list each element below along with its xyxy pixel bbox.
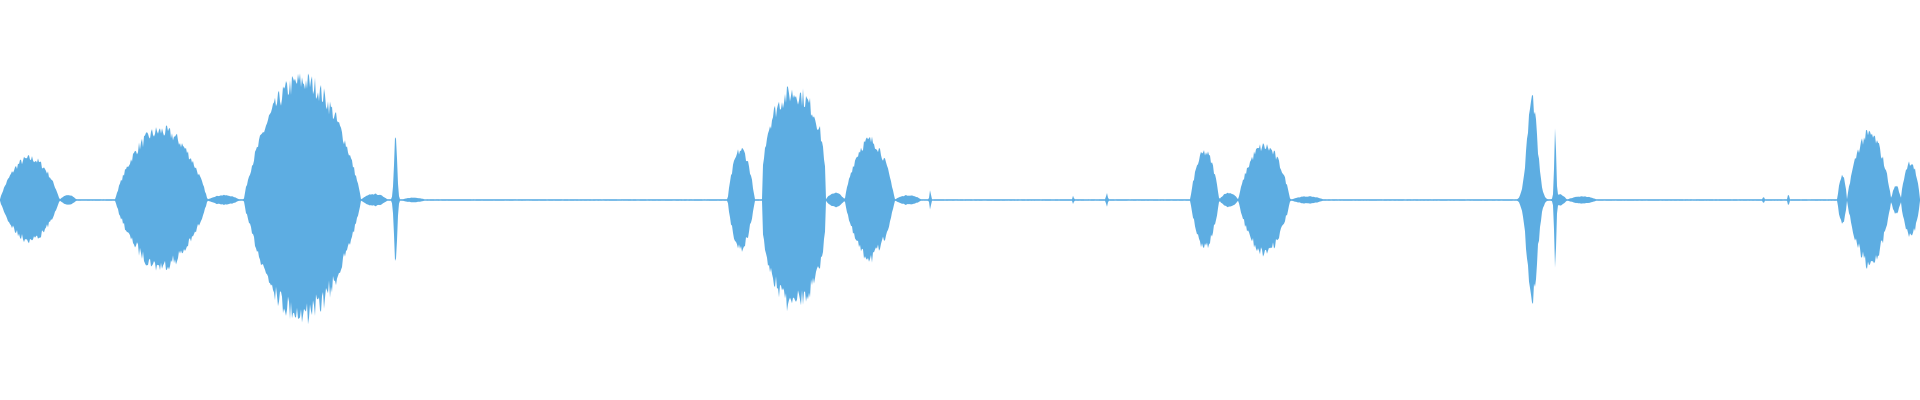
- waveform-amplitude-path: [0, 73, 1920, 325]
